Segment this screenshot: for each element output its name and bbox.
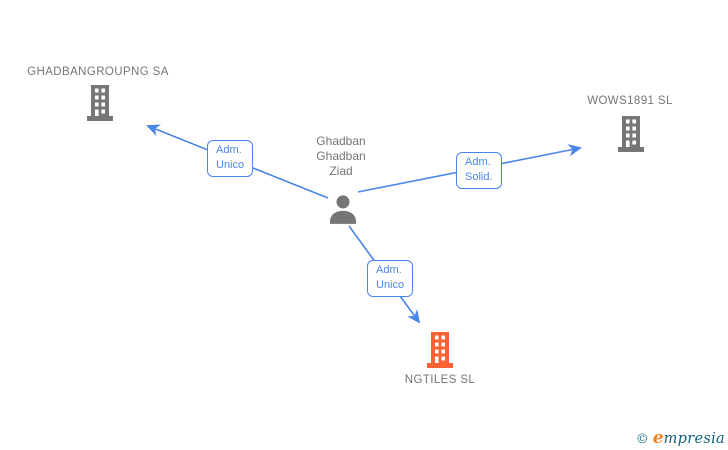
company-label-wows1891: WOWS1891 SL: [587, 95, 673, 107]
person-icon[interactable]: [326, 193, 360, 227]
empresia-logo[interactable]: ©empresia: [636, 428, 725, 448]
edge-label-adm-unico-left: Adm. Unico: [207, 140, 254, 177]
building-icon[interactable]: [616, 116, 646, 152]
copyright-symbol: ©: [635, 432, 649, 447]
company-label-ghadbangroupng: GHADBANGROUPNG SA: [27, 66, 169, 78]
company-label-ngtiles: NGTILES SL: [404, 374, 476, 386]
person-label: Ghadban Ghadban Ziad: [316, 134, 366, 178]
building-icon[interactable]: [85, 85, 115, 121]
edge-label-adm-unico-bottom: Adm. Unico: [367, 260, 414, 297]
brand-name: mpresia: [663, 431, 725, 447]
edge-label-adm-solid: Adm. Solid.: [456, 152, 502, 189]
brand-initial: e: [652, 428, 664, 448]
building-icon[interactable]: [425, 332, 455, 368]
